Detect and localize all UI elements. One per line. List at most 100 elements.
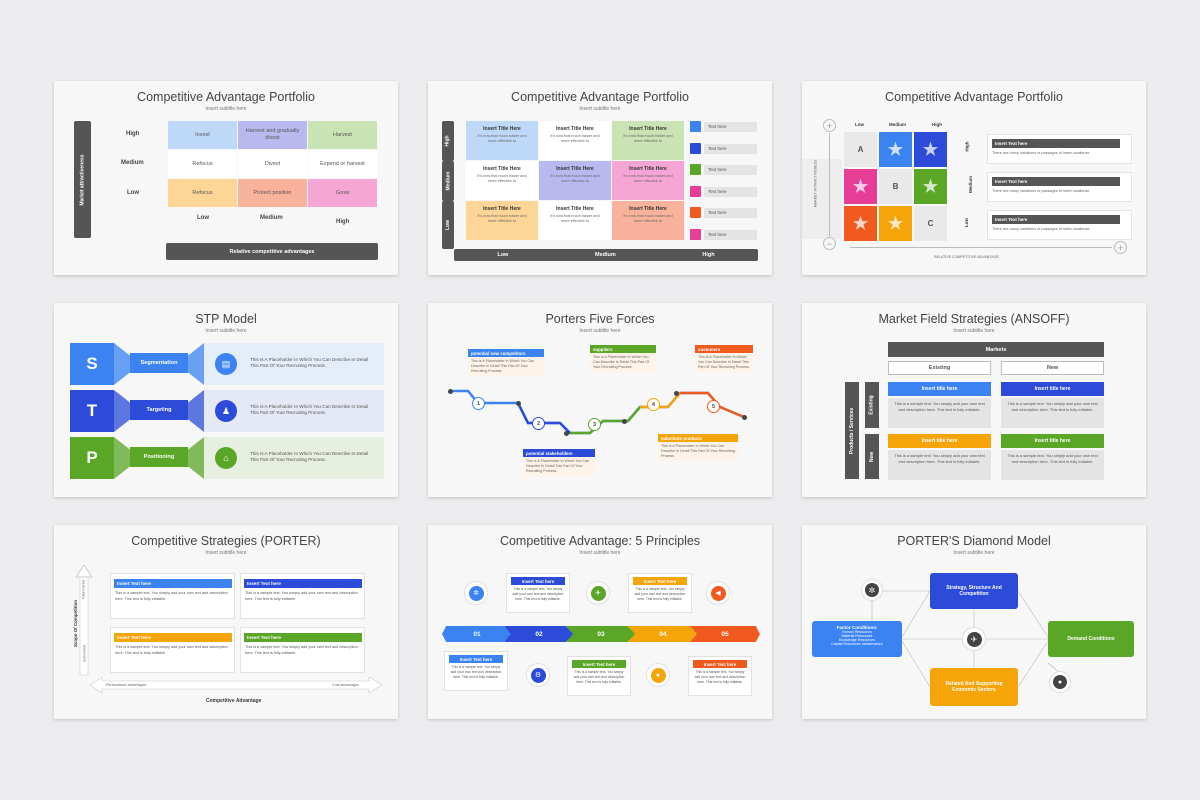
connector	[114, 343, 130, 385]
cell-text: It's now that much easier and more effec…	[477, 134, 527, 144]
col-label-low: Low	[197, 215, 209, 221]
cell-title: Insert Title Here	[556, 166, 594, 172]
factor-title: Factor Conditions:	[836, 625, 878, 630]
cell-title: Insert Title Here	[483, 126, 521, 132]
card-text: This is a sample text. You simply add yo…	[634, 587, 686, 601]
legend-swatch	[690, 164, 701, 175]
col-label-low: Low	[497, 252, 509, 258]
matrix-cell: Refocus	[168, 150, 237, 178]
cell-text: It's now that much easier and more effec…	[550, 134, 600, 144]
card-text: This is a sample text. You simply add yo…	[512, 587, 564, 601]
stp-text: This Is A Placeholder In Which You Can D…	[250, 404, 369, 415]
cell-text: It's now that much easier and more effec…	[623, 134, 673, 144]
force-number: 4	[647, 398, 660, 411]
card-title: Insert Text here	[633, 577, 687, 585]
force-text: This Is A Placeholder In Which You Can D…	[661, 444, 735, 458]
card-title: Insert Text here	[244, 579, 362, 588]
stp-label: Targeting	[130, 400, 188, 420]
slide-title: Competitive Strategies (PORTER)	[131, 534, 321, 548]
slide-porters-five-forces[interactable]: Porters Five Forces Insert subtitle here…	[428, 303, 772, 497]
slide-competitive-strategies[interactable]: Competitive Strategies (PORTER) Insert s…	[54, 525, 398, 719]
slide-competitive-portfolio-1[interactable]: Competitive Advantage Portfolio Insert s…	[54, 81, 398, 275]
legend-label: Text here	[704, 143, 757, 154]
cell-title: Insert Title Here	[629, 166, 667, 172]
ps-new-label: New	[865, 434, 879, 479]
force-label: suppliers	[590, 345, 656, 353]
row-label-low: Low	[127, 190, 139, 196]
x-axis-label: Relative competitive advantages	[166, 243, 378, 260]
force-label: substitute products	[658, 434, 738, 442]
slide-subtitle: Insert subtitle here	[953, 328, 995, 334]
stp-label: Positioning	[130, 447, 188, 467]
ansoff-text: This is a sample text. You simply add yo…	[1001, 398, 1104, 428]
star-icon: ★	[879, 132, 912, 167]
item-title: Insert Text here	[992, 215, 1120, 224]
force-number: 2	[532, 417, 545, 430]
col-label-medium: Medium	[260, 215, 283, 221]
path-dot	[673, 390, 679, 396]
x-axis-line	[850, 247, 1112, 248]
card-title: Insert Text here	[114, 633, 232, 642]
y-submarket: Submarket	[82, 644, 87, 663]
cell-title: Insert Title Here	[483, 206, 521, 212]
path-dot	[515, 400, 521, 406]
strategy-box: Strategy, Structure And Competition	[930, 573, 1018, 609]
plane-icon: ✈	[962, 627, 986, 651]
minus-icon: −	[823, 237, 836, 250]
ansoff-title: Insert title here	[1001, 434, 1104, 448]
matrix-cell: C	[914, 206, 947, 241]
slide-porters-diamond[interactable]: PORTER'S Diamond Model Insert subtitle h…	[802, 525, 1146, 719]
cell-title: Insert Title Here	[556, 206, 594, 212]
item-text: There are many variations of passages of…	[992, 189, 1090, 193]
slide-title: Market Field Strategies (ANSOFF)	[878, 312, 1070, 326]
stp-letter: P	[70, 437, 114, 479]
force-label: potential new competitors	[468, 349, 544, 357]
stp-icon: ♟	[215, 400, 237, 422]
matrix-cell: Refocus	[168, 179, 237, 207]
force-number: 5	[707, 400, 720, 413]
x-axis-label: Competitive Advantage	[206, 698, 262, 704]
y-total-market: Total market	[81, 579, 86, 600]
slide-subtitle: Insert subtitle here	[205, 328, 247, 334]
bulb-icon: ●	[1049, 671, 1071, 693]
stp-icon: ▤	[215, 353, 237, 375]
slide-ansoff[interactable]: Market Field Strategies (ANSOFF) Insert …	[802, 303, 1146, 497]
force-label: potential stakeholders	[523, 449, 595, 457]
item-text: There are many variations of passages of…	[992, 227, 1090, 231]
path-dot	[563, 430, 569, 436]
ansoff-text: This is a sample text. You simply add yo…	[1001, 450, 1104, 480]
step-chevron: 04	[628, 626, 698, 642]
slide-competitive-portfolio-2[interactable]: Competitive Advantage Portfolio Insert s…	[428, 81, 772, 275]
megaphone-icon: ◀	[706, 581, 730, 605]
y-axis-label: Market attractiveness	[74, 121, 91, 238]
card-title: Insert Text here	[511, 577, 565, 585]
row-label: High	[964, 141, 970, 152]
force-text: This Is A Placeholder In Which You Can D…	[526, 459, 590, 473]
col-label-medium: Medium	[594, 252, 616, 258]
force-label: customers	[695, 345, 753, 353]
force-text: This Is A Placeholder In Which You Can D…	[593, 355, 650, 369]
matrix-cell: Expend or harvest	[308, 150, 377, 178]
slide-subtitle: Insert subtitle here	[205, 106, 247, 112]
plus-icon: +	[1114, 241, 1127, 254]
slide-competitive-portfolio-3[interactable]: Competitive Advantage Portfolio + − + MA…	[802, 81, 1146, 275]
slide-five-principles[interactable]: Competitive Advantage: 5 Principles Inse…	[428, 525, 772, 719]
icon-glyph: ✲	[468, 585, 484, 601]
matrix-cell: Invest	[168, 121, 237, 149]
col-label-medium: Medium	[889, 122, 907, 127]
left-band	[802, 159, 842, 239]
slide-title: Porters Five Forces	[545, 312, 655, 326]
